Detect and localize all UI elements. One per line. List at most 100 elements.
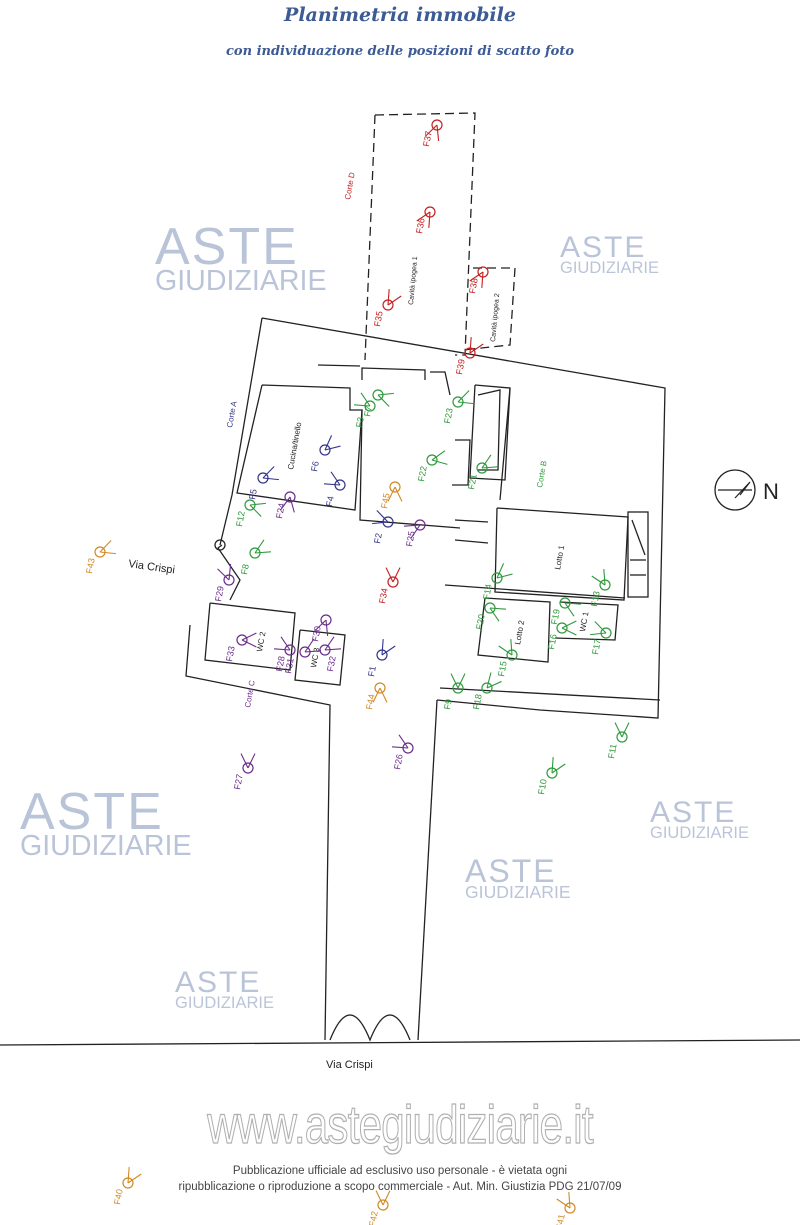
photo-marker-f13: F13 bbox=[589, 569, 611, 607]
view-cone bbox=[262, 477, 279, 481]
room-label: WC 1 bbox=[578, 611, 590, 633]
walls bbox=[0, 112, 800, 1046]
view-cone bbox=[496, 563, 505, 579]
view-cone bbox=[241, 632, 257, 641]
view-cone bbox=[590, 632, 607, 636]
view-cone bbox=[387, 486, 396, 502]
photo-label: F14 bbox=[481, 583, 494, 600]
photo-label: F8 bbox=[239, 563, 251, 575]
room-label: Cavità ipogea 1 bbox=[408, 256, 419, 305]
view-cone bbox=[381, 639, 384, 656]
camera-icon bbox=[491, 572, 503, 584]
view-cone bbox=[377, 394, 390, 407]
view-cone bbox=[416, 211, 431, 222]
footer-notice: Pubblicazione ufficiale ad esclusivo uso… bbox=[0, 1163, 800, 1195]
view-cone bbox=[99, 540, 112, 553]
photo-label: F31 bbox=[283, 657, 296, 674]
photo-label: F5 bbox=[247, 488, 259, 500]
photo-label: F13 bbox=[589, 590, 602, 607]
watermark-text: ASTE bbox=[20, 783, 164, 841]
photo-marker-f27: F27 bbox=[232, 753, 256, 790]
view-cone bbox=[425, 124, 438, 137]
camera-icon bbox=[616, 731, 628, 743]
photo-marker-f12: F12 bbox=[234, 499, 266, 527]
room-label: Lotto 1 bbox=[553, 544, 566, 570]
view-cone bbox=[289, 496, 295, 513]
view-cone bbox=[404, 524, 421, 527]
photo-label: F44 bbox=[364, 693, 377, 710]
photo-marker-f42: F42 bbox=[367, 1190, 391, 1225]
view-cone bbox=[561, 627, 577, 636]
view-cone bbox=[436, 124, 440, 141]
room-label: Lotto 2 bbox=[513, 619, 526, 645]
view-cone bbox=[280, 496, 291, 511]
watermark-text: ASTE bbox=[650, 796, 737, 829]
view-cone bbox=[127, 1167, 130, 1184]
photo-label: F26 bbox=[392, 753, 405, 770]
view-cone bbox=[489, 607, 500, 622]
room-label: Cucina/tinello bbox=[286, 421, 303, 470]
camera-icon bbox=[387, 576, 399, 588]
photo-marker-f21: F21 bbox=[466, 454, 498, 490]
view-cone bbox=[469, 271, 484, 282]
view-cone bbox=[324, 483, 341, 486]
photo-label: F4 bbox=[324, 495, 336, 507]
camera-icon bbox=[452, 682, 464, 694]
view-cone bbox=[324, 648, 341, 651]
view-cone bbox=[330, 471, 341, 486]
photo-label: F45 bbox=[379, 492, 392, 509]
photo-marker-f30: F30 bbox=[310, 614, 332, 642]
photo-label: F40 bbox=[112, 1188, 125, 1205]
photo-marker-f5: F5 bbox=[247, 466, 279, 500]
photo-label: F24 bbox=[274, 502, 287, 519]
photo-label: F11 bbox=[606, 743, 618, 759]
photo-label: F2 bbox=[372, 532, 384, 544]
view-cone bbox=[314, 619, 327, 632]
photo-label: F19 bbox=[549, 608, 562, 625]
camera-icon bbox=[377, 1199, 389, 1211]
view-cone bbox=[564, 602, 581, 605]
watermark-text: GIUDIZIARIE bbox=[560, 258, 660, 277]
photo-marker-f33: F33 bbox=[224, 632, 257, 662]
photo-label: F39 bbox=[454, 358, 467, 375]
photo-marker-f18: F18 bbox=[471, 672, 502, 710]
photo-marker-f32: F32 bbox=[319, 636, 341, 672]
photo-marker-f8: F8 bbox=[239, 539, 271, 575]
photo-label: F21 bbox=[466, 473, 479, 490]
view-cone bbox=[489, 607, 506, 610]
photo-marker-f44: F44 bbox=[364, 682, 388, 710]
view-cone bbox=[377, 392, 394, 396]
photo-marker-f9: F9 bbox=[442, 673, 466, 710]
street-label: Via Crispi bbox=[326, 1059, 373, 1071]
page-subtitle: con individuazione delle posizioni di sc… bbox=[226, 44, 574, 59]
photo-label: F30 bbox=[310, 625, 323, 642]
view-cone bbox=[486, 680, 502, 689]
photo-marker-f29: F29 bbox=[213, 564, 235, 602]
view-cone bbox=[481, 466, 498, 469]
view-cone bbox=[510, 639, 513, 656]
watermark-text: GIUDIZIARIE bbox=[175, 993, 275, 1012]
photo-marker-f36: F36 bbox=[414, 206, 436, 234]
photo-label: F15 bbox=[496, 660, 509, 677]
view-cone bbox=[247, 753, 256, 769]
gate-arch bbox=[329, 1014, 411, 1042]
photo-marker-f2: F2 bbox=[372, 510, 394, 544]
photo-label: F3 bbox=[354, 416, 366, 428]
photo-marker-f37: F37 bbox=[421, 119, 443, 147]
view-cone bbox=[379, 687, 388, 703]
view-cone bbox=[481, 271, 484, 288]
photo-label: F27 bbox=[232, 773, 245, 790]
view-cone bbox=[496, 573, 513, 579]
view-cone bbox=[564, 602, 575, 617]
view-cone bbox=[274, 648, 291, 651]
photo-label: F38 bbox=[467, 277, 480, 294]
view-cone bbox=[561, 620, 577, 629]
view-cone bbox=[254, 539, 265, 554]
north-label: N bbox=[763, 479, 779, 504]
photo-label: F10 bbox=[536, 778, 549, 795]
photo-label: F1 bbox=[366, 665, 378, 677]
camera-icon bbox=[319, 444, 331, 456]
